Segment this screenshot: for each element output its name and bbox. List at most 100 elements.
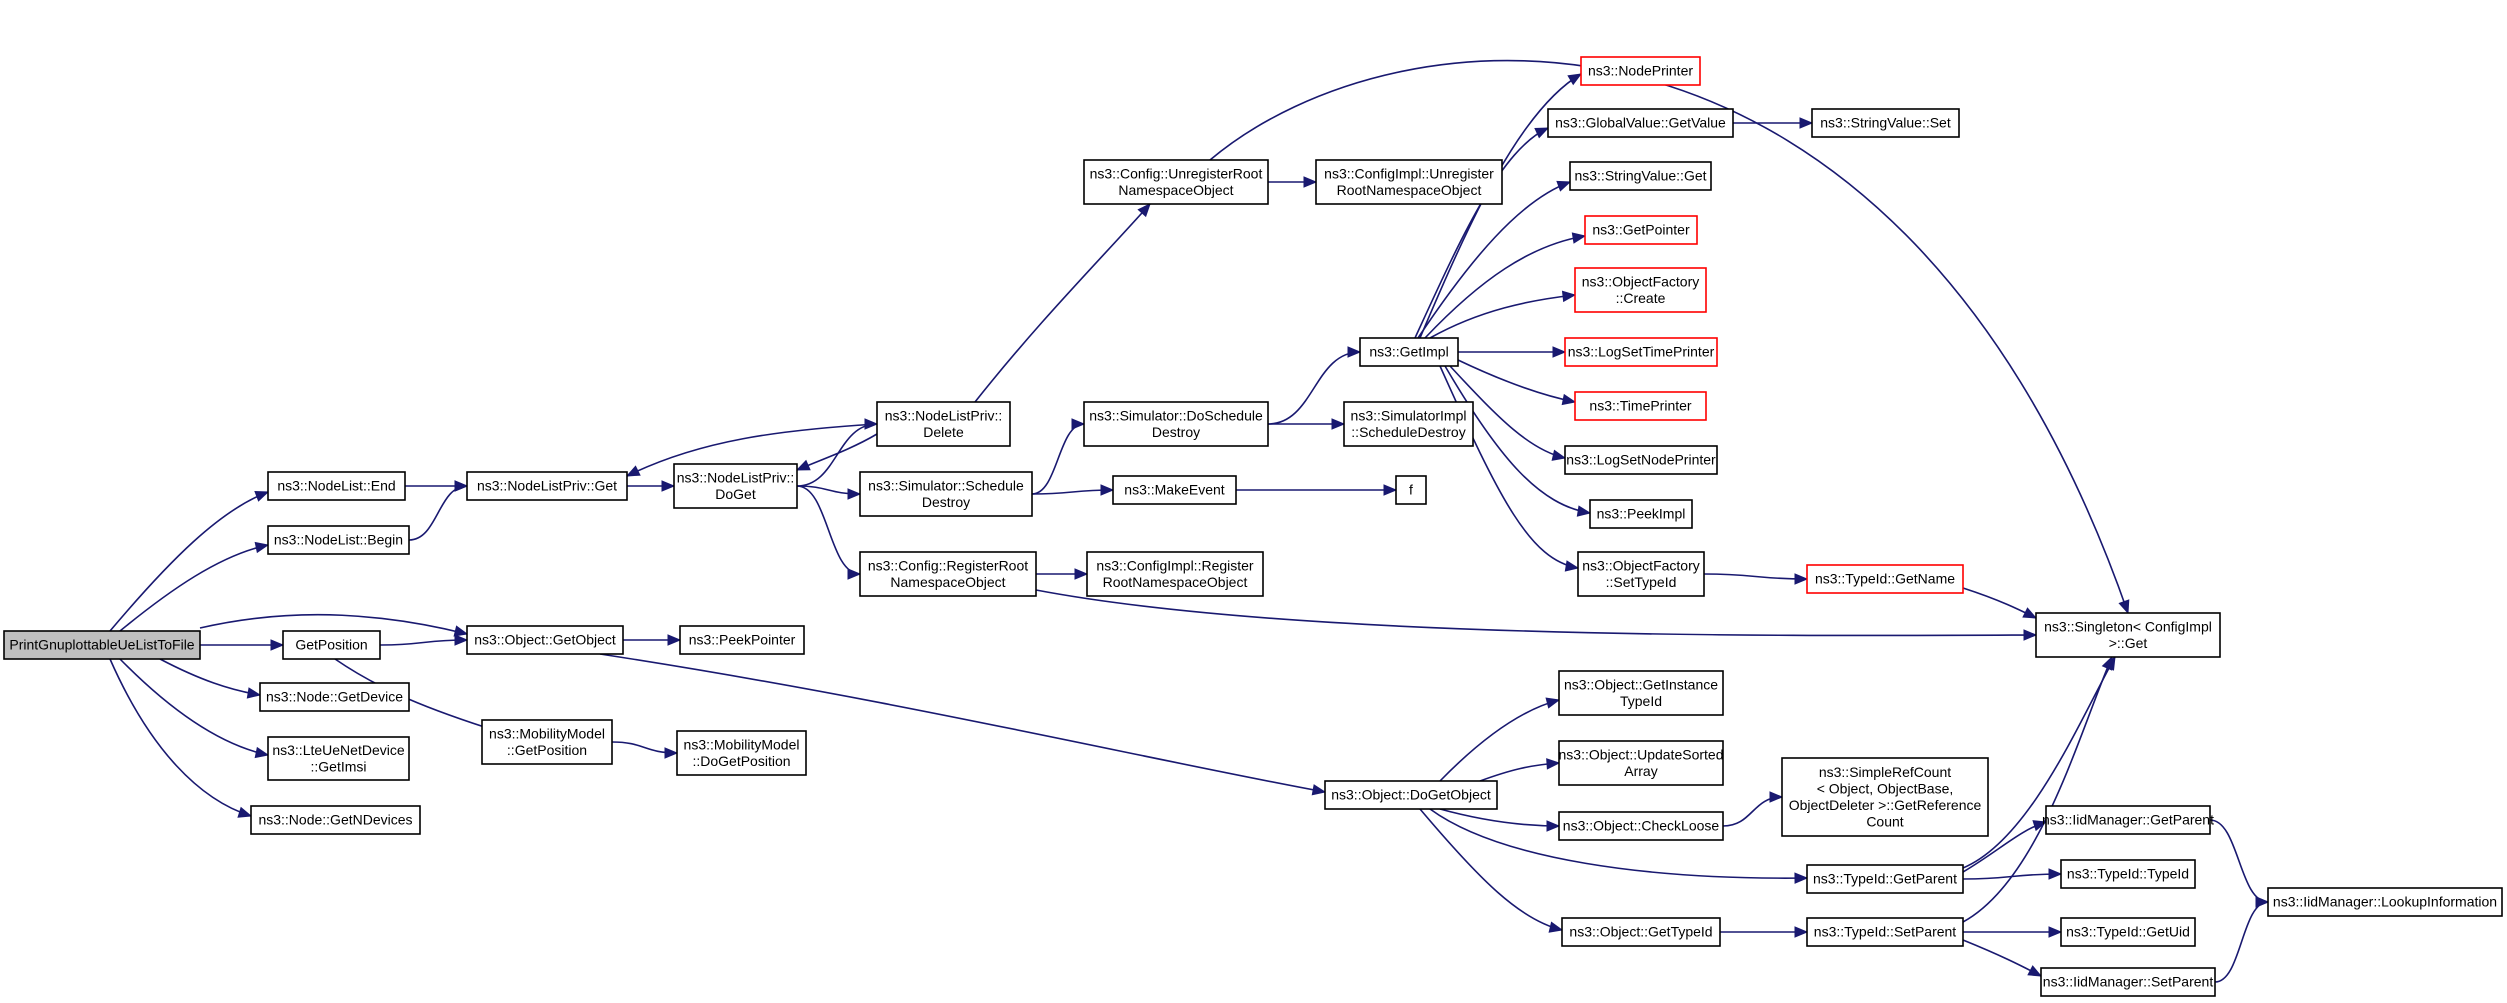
node-box[interactable] [466,625,624,655]
node-iid_setparent[interactable]: ns3::IidManager::SetParent [2040,967,2216,997]
node-box[interactable] [267,736,410,781]
node-box[interactable] [1577,551,1705,597]
node-of_create[interactable]: ns3::ObjectFactory::Create [1574,267,1707,313]
node-box[interactable] [250,805,421,835]
node-box[interactable] [1806,564,1964,594]
node-tid_setparent[interactable]: ns3::TypeId::SetParent [1806,917,1964,947]
node-box[interactable] [1083,159,1269,205]
node-box[interactable] [1558,811,1724,841]
node-iid_lookup[interactable]: ns3::IidManager::LookupInformation [2267,887,2503,917]
node-tid_tid[interactable]: ns3::TypeId::TypeId [2060,859,2196,889]
node-nodeprinter[interactable]: ns3::NodePrinter [1580,56,1701,86]
node-box[interactable] [1561,917,1721,947]
node-simimpl_sd[interactable]: ns3::SimulatorImpl::ScheduleDestroy [1343,401,1474,447]
node-cfgimpl_unreg[interactable]: ns3::ConfigImpl::UnregisterRootNamespace… [1315,159,1503,205]
node-box[interactable] [1806,917,1964,947]
node-lte_imsi[interactable]: ns3::LteUeNetDevice::GetImsi [267,736,410,781]
node-obj_dogetobj[interactable]: ns3::Object::DoGetObject [1324,780,1498,810]
node-box[interactable] [2040,967,2216,997]
node-box[interactable] [466,471,628,501]
node-box[interactable] [673,463,798,509]
node-nl_end[interactable]: ns3::NodeList::End [267,471,406,501]
node-box[interactable] [676,730,807,776]
node-node_ndev[interactable]: ns3::Node::GetNDevices [250,805,421,835]
node-box[interactable] [1395,475,1427,505]
node-node_getdev[interactable]: ns3::Node::GetDevice [259,682,410,712]
node-getpointer[interactable]: ns3::GetPointer [1584,215,1698,245]
node-peekptr[interactable]: ns3::PeekPointer [679,625,805,655]
node-box[interactable] [267,471,406,501]
node-box[interactable] [1343,401,1474,447]
node-box[interactable] [1564,337,1718,367]
node-box[interactable] [2045,805,2211,835]
node-srefcount[interactable]: ns3::SimpleRefCount< Object, ObjectBase,… [1781,757,1989,837]
node-box[interactable] [1083,401,1269,447]
node-box[interactable] [1584,215,1698,245]
node-box[interactable] [1574,391,1707,421]
node-box[interactable] [1569,161,1712,191]
node-box[interactable] [1558,740,1724,786]
node-box[interactable] [1558,670,1724,716]
node-box[interactable] [1547,108,1734,138]
node-obj_getobj[interactable]: ns3::Object::GetObject [466,625,624,655]
node-mm_dogetpos[interactable]: ns3::MobilityModel::DoGetPosition [676,730,807,776]
node-box[interactable] [267,525,410,555]
node-box[interactable] [1564,445,1718,475]
node-box[interactable] [481,719,613,765]
node-of_settid[interactable]: ns3::ObjectFactory::SetTypeId [1577,551,1705,597]
node-tid_getparent[interactable]: ns3::TypeId::GetParent [1806,864,1964,894]
node-box[interactable] [259,682,410,712]
node-cfgimpl_reg[interactable]: ns3::ConfigImpl::RegisterRootNamespaceOb… [1086,551,1264,597]
node-box[interactable] [1359,337,1459,367]
node-box[interactable] [2060,917,2196,947]
node-box[interactable] [1589,499,1693,529]
node-box[interactable] [1324,780,1498,810]
node-nlp_delete[interactable]: ns3::NodeListPriv::Delete [876,401,1011,447]
node-mm_getpos[interactable]: ns3::MobilityModel::GetPosition [481,719,613,765]
node-nlp_doget[interactable]: ns3::NodeListPriv::DoGet [673,463,798,509]
node-logsetnp[interactable]: ns3::LogSetNodePrinter [1564,445,1718,475]
node-f[interactable]: f [1395,475,1427,505]
node-timeprinter[interactable]: ns3::TimePrinter [1574,391,1707,421]
node-sv_get[interactable]: ns3::StringValue::Get [1569,161,1712,191]
node-singleton[interactable]: ns3::Singleton< ConfigImpl >::Get [2035,612,2221,658]
node-box[interactable] [1806,864,1964,894]
node-box[interactable] [282,630,381,660]
node-nl_begin[interactable]: ns3::NodeList::Begin [267,525,410,555]
node-box[interactable] [1315,159,1503,205]
node-obj_gettid[interactable]: ns3::Object::GetTypeId [1561,917,1721,947]
node-box[interactable] [1811,108,1960,138]
node-box[interactable] [1580,56,1701,86]
node-box[interactable] [1781,757,1989,837]
node-logsettp[interactable]: ns3::LogSetTimePrinter [1564,337,1718,367]
node-box[interactable] [876,401,1011,447]
node-sv_set[interactable]: ns3::StringValue::Set [1811,108,1960,138]
node-box[interactable] [1112,475,1237,505]
node-peekimpl[interactable]: ns3::PeekImpl [1589,499,1693,529]
node-box[interactable] [1574,267,1707,313]
node-box[interactable] [3,630,201,660]
node-root[interactable]: PrintGnuplottableUeListToFile [3,630,201,660]
node-box[interactable] [2035,612,2221,658]
node-makeevent[interactable]: ns3::MakeEvent [1112,475,1237,505]
node-tid_getname[interactable]: ns3::TypeId::GetName [1806,564,1964,594]
node-box[interactable] [2267,887,2503,917]
node-gv_getval[interactable]: ns3::GlobalValue::GetValue [1547,108,1734,138]
node-box[interactable] [859,551,1037,597]
node-obj_check[interactable]: ns3::Object::CheckLoose [1558,811,1724,841]
node-sim_sched[interactable]: ns3::Simulator::ScheduleDestroy [859,471,1033,517]
node-box[interactable] [2060,859,2196,889]
node-cfg_unreg[interactable]: ns3::Config::UnregisterRootNamespaceObje… [1083,159,1269,205]
node-box[interactable] [1086,551,1264,597]
node-box[interactable] [679,625,805,655]
node-iid_getparent[interactable]: ns3::IidManager::GetParent [2042,805,2214,835]
node-getpos[interactable]: GetPosition [282,630,381,660]
node-box[interactable] [859,471,1033,517]
node-nlp_get[interactable]: ns3::NodeListPriv::Get [466,471,628,501]
node-getimpl[interactable]: ns3::GetImpl [1359,337,1459,367]
node-tid_getuid[interactable]: ns3::TypeId::GetUid [2060,917,2196,947]
